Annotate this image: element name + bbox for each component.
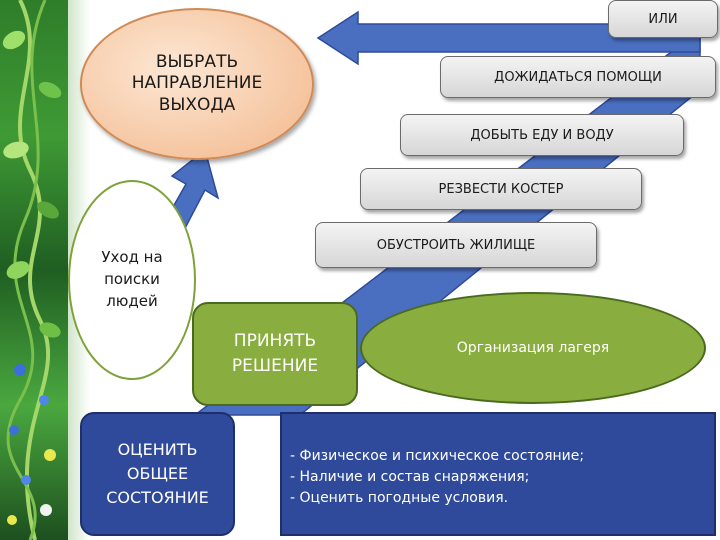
step-label: РЕЗВЕСТИ КОСТЕР: [438, 181, 564, 197]
leave-bubble: Уход на поиски людей: [68, 180, 196, 380]
factor-item: - Оценить погодные условия.: [290, 490, 509, 506]
step-food-water: ДОБЫТЬ ЕДУ И ВОДУ: [400, 114, 684, 156]
goal-ellipse: ВЫБРАТЬ НАПРАВЛЕНИЕ ВЫХОДА: [80, 8, 314, 160]
decision-box: ПРИНЯТЬ РЕШЕНИЕ: [192, 302, 358, 406]
or-label: ИЛИ: [648, 11, 678, 27]
vine-illustration: [2, 0, 62, 540]
step-make-fire: РЕЗВЕСТИ КОСТЕР: [360, 168, 642, 210]
assess-text: ОЦЕНИТЬ ОБЩЕЕ СОСТОЯНИЕ: [106, 440, 209, 507]
goal-text: ВЫБРАТЬ НАПРАВЛЕНИЕ ВЫХОДА: [131, 52, 263, 115]
foliage-decoration: [0, 0, 68, 540]
leave-text: Уход на поиски людей: [101, 248, 163, 310]
camp-ellipse: Организация лагеря: [360, 292, 706, 404]
step-label: ДОБЫТЬ ЕДУ И ВОДУ: [470, 127, 614, 143]
factor-item: - Физическое и психическое состояние;: [290, 448, 585, 464]
decision-text: ПРИНЯТЬ РЕШЕНИЕ: [231, 330, 319, 377]
step-label: ОБУСТРОИТЬ ЖИЛИЩЕ: [376, 237, 536, 253]
step-label: ДОЖИДАТЬСЯ ПОМОЩИ: [494, 69, 662, 85]
step-wait-help: ДОЖИДАТЬСЯ ПОМОЩИ: [440, 56, 716, 98]
factors-box: - Физическое и психическое состояние; - …: [280, 412, 716, 536]
assess-box: ОЦЕНИТЬ ОБЩЕЕ СОСТОЯНИЕ: [80, 412, 235, 536]
camp-text: Организация лагеря: [456, 340, 610, 356]
step-build-shelter: ОБУСТРОИТЬ ЖИЛИЩЕ: [315, 222, 597, 268]
factor-item: - Наличие и состав снаряжения;: [290, 469, 530, 485]
or-label-box: ИЛИ: [608, 0, 718, 38]
